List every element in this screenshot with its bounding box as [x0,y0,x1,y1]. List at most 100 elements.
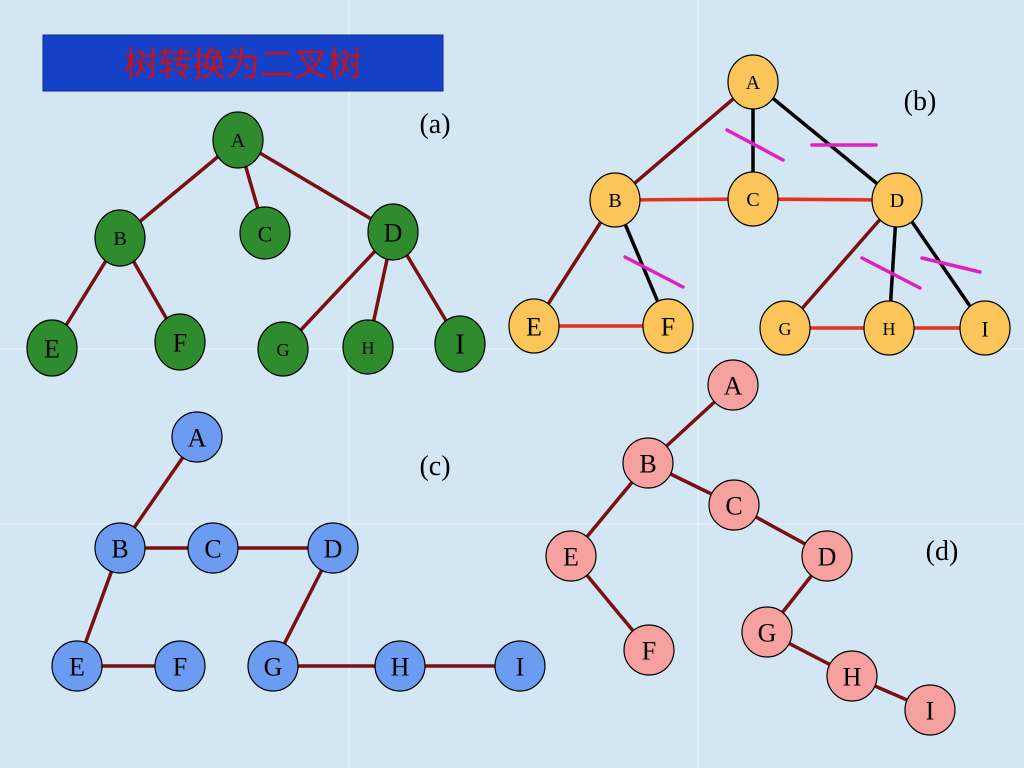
title-banner: 树转换为二叉树 [42,34,444,92]
node-E: E [26,319,78,377]
node-label: D [890,190,904,212]
node-label: H [883,319,896,339]
node-label: I [516,653,525,682]
node-B: B [94,209,146,267]
node-label: G [779,319,792,339]
node-label: C [204,535,221,564]
node-circle [871,172,923,228]
node-circle [904,684,956,736]
node-label: I [981,317,988,342]
node-label: H [843,663,862,692]
node-circle [863,300,915,356]
node-G: G [741,606,793,658]
node-label: G [277,340,290,360]
node-label: E [563,543,579,572]
node-C: C [239,206,291,260]
node-label: E [44,335,60,364]
node-C: C [727,171,779,227]
node-label: I [455,330,464,361]
node-label: A [188,424,207,453]
node-circle [494,640,546,692]
node-circle [247,640,299,692]
node-label: A [724,372,743,401]
node-label: A [231,130,246,152]
node-H: H [342,319,394,375]
edge-D-G [783,198,899,330]
panel-a: A B C D E F G H I (a) [26,109,486,377]
panel-label: (a) [419,109,450,140]
node-label: H [391,653,410,682]
node-label: E [526,313,542,342]
node-circle [307,522,359,574]
node-circle [622,437,674,489]
node-B: B [94,522,146,574]
title-box [42,34,444,92]
node-circle [239,206,291,260]
node-A: A [212,111,264,169]
node-circle [708,479,760,531]
node-label: F [173,329,187,358]
node-circle [959,300,1011,356]
node-circle [727,171,779,227]
node-circle [801,530,853,582]
node-circle [94,209,146,267]
node-E: E [508,298,560,354]
node-D: D [307,522,359,574]
node-circle [434,315,486,373]
node-F: F [154,640,206,692]
node-C: C [708,479,760,531]
node-circle [187,522,239,574]
node-label: B [111,535,128,564]
node-label: D [818,543,837,572]
node-label: G [758,619,777,648]
node-A: A [707,359,759,411]
panel-label: (c) [419,451,450,482]
node-circle [623,624,675,676]
node-label: C [746,189,759,211]
node-F: F [623,624,675,676]
node-circle [741,606,793,658]
node-circle [759,300,811,356]
node-circle [257,321,309,377]
node-F: F [642,298,694,354]
node-label: E [69,653,85,682]
node-circle [826,650,878,702]
cut-mark [920,256,982,274]
node-label: B [113,228,126,250]
edge-A-D-removed [751,80,899,202]
node-label: B [639,450,656,479]
node-circle [642,298,694,354]
node-circle [51,640,103,692]
node-B: B [589,172,641,228]
node-label: D [384,219,403,248]
node-I: I [494,640,546,692]
node-circle [26,319,78,377]
cut-mark [860,256,922,290]
node-A: A [171,411,223,463]
node-F: F [154,313,206,371]
node-label: C [258,222,273,247]
node-label: C [725,492,742,521]
node-E: E [51,640,103,692]
node-I: I [904,684,956,736]
cut-mark [725,128,785,162]
node-circle [342,319,394,375]
node-circle [727,54,779,110]
node-circle [154,313,206,371]
node-circle [94,522,146,574]
node-circle [212,111,264,169]
cut-mark [623,255,685,289]
node-circle [367,203,419,261]
node-B: B [622,437,674,489]
node-H: H [863,300,915,356]
page-title: 树转换为二叉树 [124,45,362,85]
node-E: E [545,530,597,582]
node-D: D [801,530,853,582]
node-circle [171,411,223,463]
node-label: I [926,697,935,726]
